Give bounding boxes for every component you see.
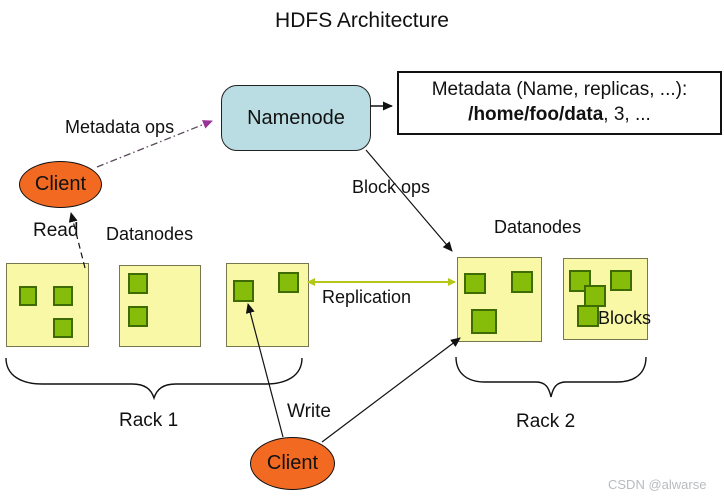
block-icon (577, 305, 599, 327)
block-icon (53, 286, 73, 306)
rack2-label: Rack 2 (516, 411, 576, 432)
metadata-line2-rest: , 3, ... (603, 104, 651, 125)
namenode-label: Namenode (247, 106, 345, 129)
datanodes-right-label: Datanodes (494, 217, 582, 237)
rack1-brace (5, 357, 303, 401)
client-bottom-label: Client (266, 452, 319, 474)
namenode-box: Namenode (221, 85, 371, 151)
datanode-3 (226, 263, 309, 347)
block-icon (233, 280, 254, 302)
blocks-label: Blocks (598, 308, 652, 328)
diagram-title: HDFS Architecture (275, 9, 449, 32)
rack2-brace (455, 356, 647, 398)
block-icon (53, 318, 73, 338)
client-top-ellipse: Client (19, 161, 102, 208)
block-icon (128, 273, 148, 294)
metadata-line2: /home/foo/data, 3, ... (468, 103, 651, 128)
block-ops-label: Block ops (352, 177, 431, 197)
block-icon (511, 271, 533, 293)
metadata-line1: Metadata (Name, replicas, ...): (431, 79, 688, 101)
datanode-2 (119, 265, 201, 347)
block-icon (610, 270, 632, 291)
replication-label: Replication (322, 287, 412, 307)
client-top-label: Client (34, 173, 87, 195)
block-icon (278, 272, 299, 293)
block-ops-arrow (365, 149, 453, 252)
watermark: CSDN @alwarse (608, 477, 707, 492)
datanode-4 (457, 257, 542, 342)
write-label: Write (287, 401, 331, 422)
block-icon (584, 285, 606, 307)
metadata-ops-label: Metadata ops (65, 117, 175, 137)
block-icon (471, 309, 497, 334)
block-icon (128, 306, 148, 327)
metadata-path: /home/foo/data (468, 104, 604, 125)
rack1-label: Rack 1 (119, 410, 179, 431)
write-arrow-right (321, 337, 461, 443)
read-label: Read (33, 220, 79, 241)
block-icon (464, 273, 486, 294)
block-icon (19, 286, 37, 306)
datanode-5 (563, 258, 648, 340)
client-bottom-ellipse: Client (250, 437, 335, 490)
metadata-box: Metadata (Name, replicas, ...): /home/fo… (397, 71, 722, 135)
datanodes-left-label: Datanodes (106, 224, 194, 244)
datanode-1 (6, 263, 89, 347)
